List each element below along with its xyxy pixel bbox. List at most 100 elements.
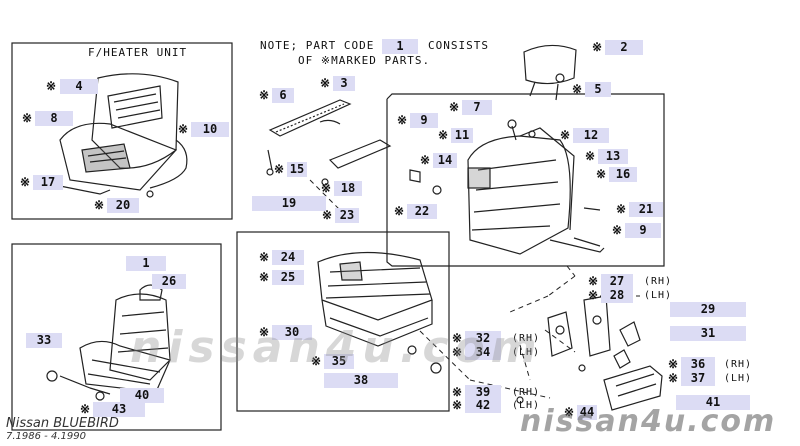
marker: ※: [321, 181, 332, 195]
callout-34[interactable]: 34: [465, 345, 501, 360]
marker: ※: [452, 331, 463, 345]
side-tag-rh: (RH): [724, 359, 753, 370]
callout-25[interactable]: 25: [272, 270, 304, 285]
rail-drawing: [266, 99, 392, 186]
callout-24[interactable]: 24: [272, 250, 304, 265]
side-tag-rh: (RH): [644, 276, 673, 287]
callout-37[interactable]: 37: [681, 371, 715, 386]
seat-assembly-box: [11, 243, 222, 431]
callout-33[interactable]: 33: [26, 333, 62, 348]
cushion-drawing: [317, 251, 442, 374]
callout-3[interactable]: 3: [333, 76, 355, 91]
marker: ※: [46, 79, 57, 93]
section-title-heater: F/HEATER UNIT: [88, 46, 188, 59]
callout-31[interactable]: 31: [670, 326, 746, 341]
marker: ※: [452, 385, 463, 399]
seatback-drawing: [409, 119, 605, 255]
callout-27[interactable]: 27: [601, 274, 633, 289]
callout-40[interactable]: 40: [120, 388, 164, 403]
marker: ※: [452, 398, 463, 412]
marker: ※: [178, 122, 189, 136]
marker: ※: [311, 354, 322, 368]
callout-23[interactable]: 23: [335, 208, 359, 223]
marker: ※: [320, 76, 331, 90]
callout-9-upper[interactable]: 9: [410, 113, 438, 128]
callout-10[interactable]: 10: [191, 122, 229, 137]
callout-20[interactable]: 20: [107, 198, 139, 213]
callout-41[interactable]: 41: [676, 395, 750, 410]
marker: ※: [560, 128, 571, 142]
cushion-box: [236, 231, 450, 412]
callout-1[interactable]: 1: [126, 256, 166, 271]
callout-9-lower[interactable]: 9: [625, 223, 661, 238]
marker: ※: [596, 167, 607, 181]
marker: ※: [612, 223, 623, 237]
callout-2[interactable]: 2: [605, 40, 643, 55]
callout-18[interactable]: 18: [334, 181, 362, 196]
callout-14[interactable]: 14: [433, 153, 457, 168]
marker: ※: [94, 198, 105, 212]
callout-32[interactable]: 32: [465, 331, 501, 346]
footer-model: Nissan BLUEBIRD: [6, 416, 119, 431]
marker: ※: [668, 371, 679, 385]
watermark-bottom-right: nissan4u.com: [520, 404, 777, 439]
callout-28[interactable]: 28: [601, 288, 633, 303]
callout-17[interactable]: 17: [33, 175, 63, 190]
marker: ※: [585, 149, 596, 163]
marker: ※: [394, 204, 405, 218]
callout-13[interactable]: 13: [598, 149, 628, 164]
callout-4[interactable]: 4: [60, 79, 98, 94]
callout-30[interactable]: 30: [272, 325, 312, 340]
callout-36[interactable]: 36: [681, 357, 715, 372]
callout-21[interactable]: 21: [629, 202, 663, 217]
callout-6[interactable]: 6: [272, 88, 294, 103]
callout-15[interactable]: 15: [287, 162, 307, 177]
callout-43[interactable]: 43: [93, 402, 145, 417]
callout-16[interactable]: 16: [609, 167, 637, 182]
recliner-drawing: [516, 295, 663, 411]
heater-seat-drawing: [59, 73, 188, 198]
callout-42[interactable]: 42: [465, 398, 501, 413]
seatback-box: [386, 93, 665, 267]
marker: ※: [259, 270, 270, 284]
note-part-code: 1: [382, 39, 418, 54]
marker: ※: [322, 208, 333, 222]
callout-8[interactable]: 8: [35, 111, 73, 126]
callout-19[interactable]: 19: [252, 196, 326, 211]
callout-12[interactable]: 12: [573, 128, 609, 143]
note-prefix: NOTE; PART CODE: [260, 39, 375, 52]
note-suffix: CONSISTS: [428, 39, 489, 52]
side-tag-lh: (LH): [644, 290, 673, 301]
watermark-center: nissan4u.com: [130, 322, 543, 373]
callout-22[interactable]: 22: [407, 204, 437, 219]
callout-7[interactable]: 7: [462, 100, 492, 115]
marker: ※: [452, 345, 463, 359]
footer-dates: 7.1986 - 4.1990: [6, 431, 86, 442]
marker: ※: [616, 202, 627, 216]
side-tag-lh: (LH): [512, 347, 541, 358]
callout-26[interactable]: 26: [152, 274, 186, 289]
marker: ※: [20, 175, 31, 189]
side-tag-lh: (LH): [724, 373, 753, 384]
callout-39[interactable]: 39: [465, 385, 501, 400]
marker: ※: [80, 402, 91, 416]
side-tag-rh: (RH): [512, 333, 541, 344]
callout-29[interactable]: 29: [670, 302, 746, 317]
marker: ※: [438, 128, 449, 142]
marker: ※: [259, 325, 270, 339]
marker: ※: [22, 111, 33, 125]
marker: ※: [588, 274, 599, 288]
complete-seat-drawing: [46, 284, 171, 401]
callout-44[interactable]: 44: [577, 405, 597, 420]
marker: ※: [588, 288, 599, 302]
note-line2: OF ※MARKED PARTS.: [298, 54, 431, 67]
callout-5[interactable]: 5: [585, 82, 611, 97]
marker: ※: [449, 100, 460, 114]
callout-35[interactable]: 35: [324, 354, 354, 369]
callout-38[interactable]: 38: [324, 373, 398, 388]
marker: ※: [564, 405, 575, 419]
marker: ※: [259, 88, 270, 102]
callout-11[interactable]: 11: [451, 128, 473, 143]
